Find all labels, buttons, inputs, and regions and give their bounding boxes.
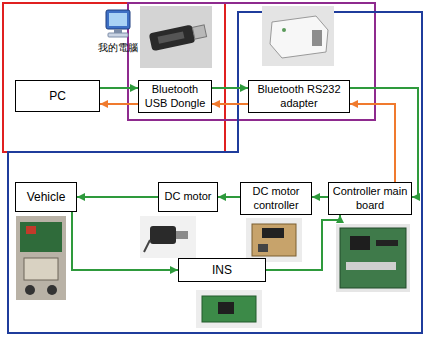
base [108,33,128,37]
box-label: INS [212,263,232,277]
part [26,226,36,234]
process-box: INS [178,258,266,282]
box-label: Bluetooth USB Dongle [142,83,208,109]
photo-ground [140,216,196,258]
motor-body [150,226,176,244]
chassis [24,258,58,280]
dongle-body [149,24,196,51]
box-label: Controller main board [332,185,408,211]
process-box: PC [15,80,100,112]
icon-caption: 我的電腦 [94,42,142,54]
motor-cable [144,240,150,252]
header [376,240,398,246]
process-box: Bluetooth RS232 adapter [248,80,350,113]
signal-arrow [350,88,418,197]
chip [350,236,370,250]
pcb [252,224,296,256]
signal-arrow [218,196,240,198]
rs232-adapter-photo [262,6,334,66]
adapter-case [270,16,328,58]
purple-frame [128,3,375,120]
photo-ground [336,224,410,292]
signal-arrow [212,87,248,89]
chip [262,228,284,238]
lcd [346,262,396,270]
main-board-photo [336,224,410,292]
board [20,222,62,252]
red-frame [3,3,225,152]
vehicle-photo [16,216,66,300]
db9-port [312,30,322,46]
signal-arrow [212,103,248,105]
led [282,28,286,32]
usb-dongle-photo [140,6,212,68]
connector [258,244,268,252]
dongle-logo [158,31,185,43]
process-box: Bluetooth USB Dongle [138,80,212,113]
process-box: DC motor [158,182,218,212]
stand [114,29,122,33]
box-label: DC motor controller [244,185,308,211]
monitor [106,10,130,29]
motor-shaft [176,231,188,239]
screen [109,13,127,26]
box-label: Bluetooth RS232 adapter [252,83,346,109]
signal-arrow [350,104,395,182]
usb-plug [192,25,206,39]
signal-arrow [77,196,158,198]
photo-ground [16,216,66,300]
signal-arrow [100,87,138,89]
signal-arrow [100,103,138,105]
signal-arrow [72,212,178,270]
pcb [340,228,406,288]
signal-arrow [266,215,340,270]
pc-icon [106,10,130,37]
ins-photo [196,290,262,328]
photo-ground [196,290,262,328]
wheel [25,285,35,295]
signal-arrow [312,196,328,198]
photo-ground [262,6,334,66]
pcb [202,296,256,322]
process-box: Controller main board [328,182,412,215]
photo-ground [140,6,212,68]
box-label: Vehicle [27,190,66,204]
box-label: PC [49,89,66,103]
wheel [47,285,57,295]
motor-controller-photo [246,218,302,262]
photo-ground [246,218,302,262]
dc-motor-photo [140,216,196,258]
process-box: DC motor controller [240,182,312,215]
box-label: DC motor [164,190,211,203]
blue-frame [8,12,422,333]
sensor-chip [218,302,234,314]
process-box: Vehicle [15,182,77,212]
